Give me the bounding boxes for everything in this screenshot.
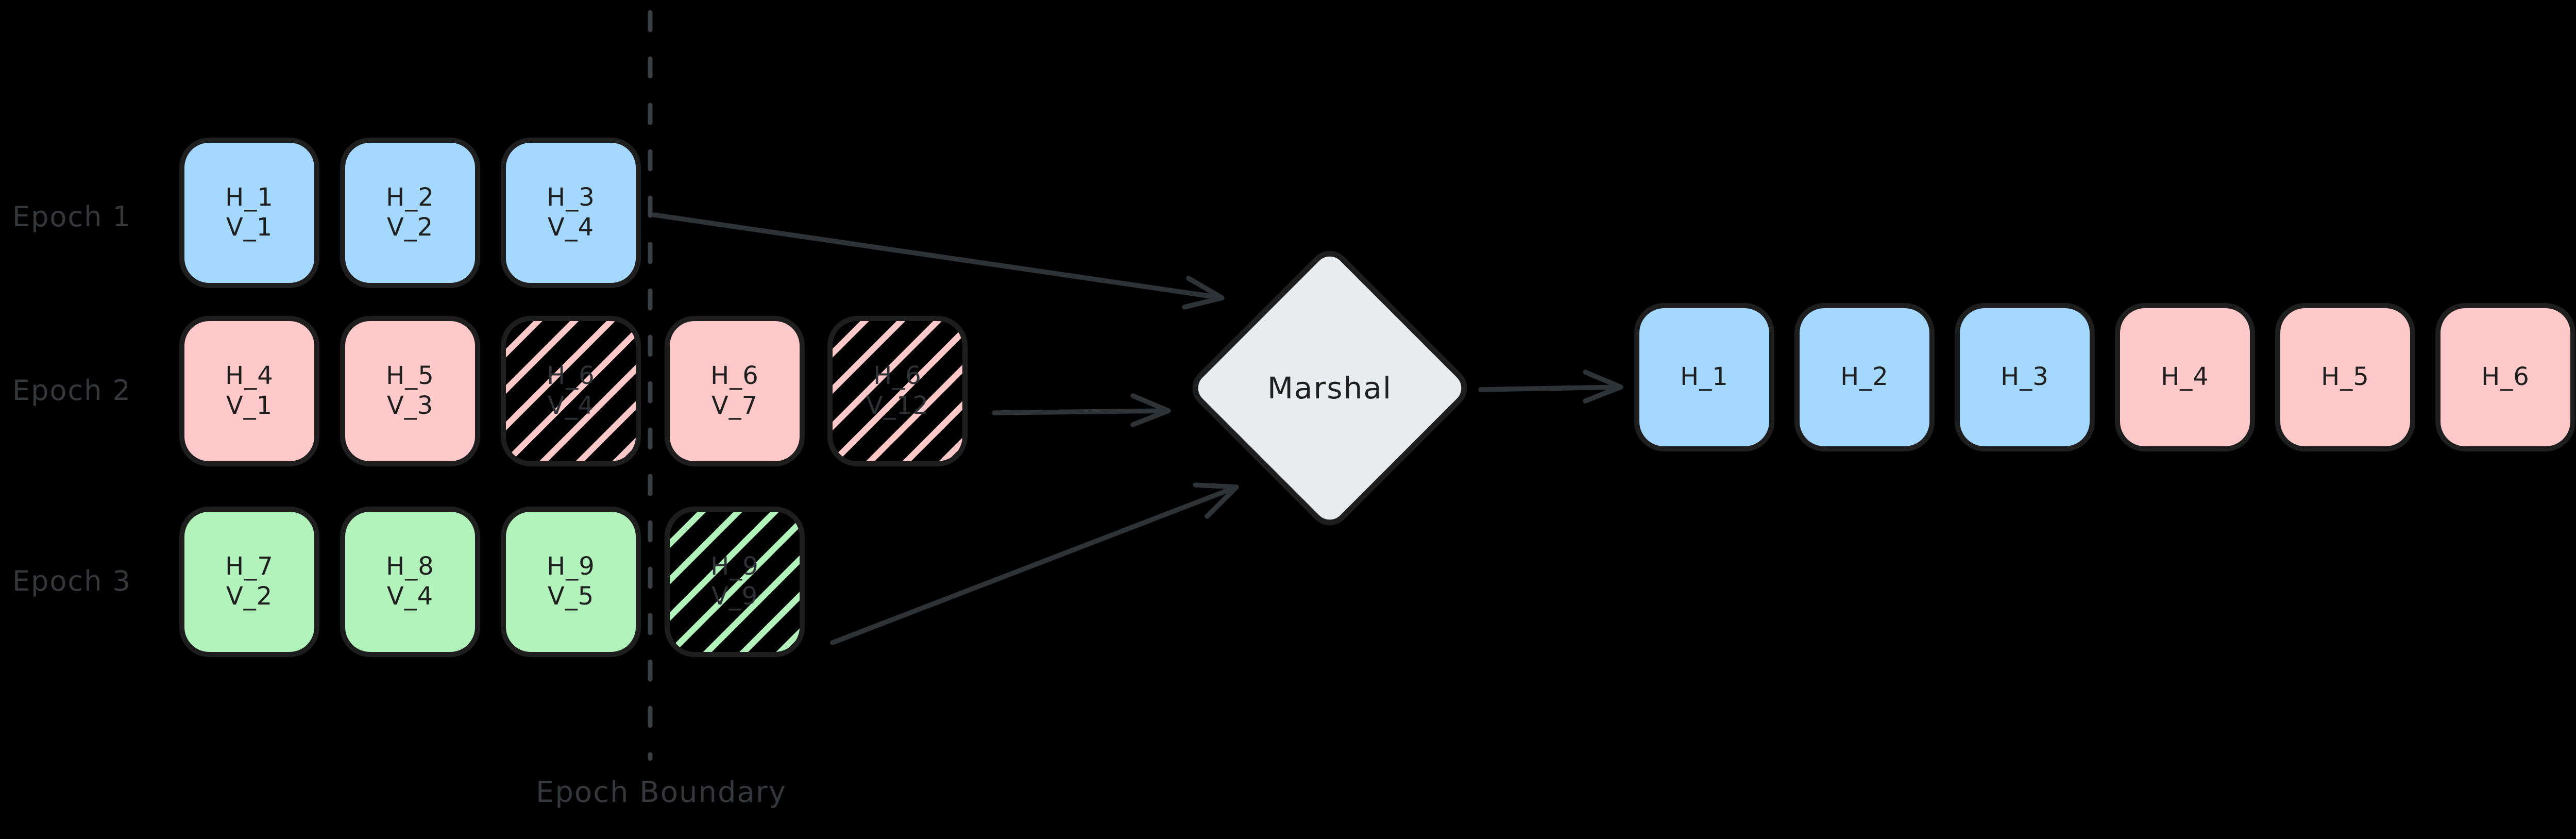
output-box-label: H_3 <box>2001 362 2049 392</box>
epoch-boundary-label: Epoch Boundary <box>536 776 787 809</box>
output-box: H_3 <box>1955 303 2095 451</box>
epoch-box-v-label: V_4 <box>386 582 434 611</box>
output-box: H_1 <box>1634 303 1774 451</box>
output-box-label: H_4 <box>2161 362 2209 392</box>
epoch-box-h-label: H_3 <box>547 183 595 212</box>
arrow-marshal-to-output <box>1478 370 1623 404</box>
epoch-box-v-label: V_12 <box>866 391 929 420</box>
epoch-box-v-label: V_4 <box>547 391 595 420</box>
epoch-box-h-label: H_9 <box>547 552 595 581</box>
epoch-box-v-label: V_2 <box>226 582 273 611</box>
epoch-box-h-label: H_2 <box>386 183 434 212</box>
epoch-box-v-label: V_5 <box>547 582 595 611</box>
epoch-box-v-label: V_4 <box>547 213 595 242</box>
epoch-box-h-label: H_8 <box>386 552 434 581</box>
epoch-box-h-label: H_5 <box>386 361 434 391</box>
output-box: H_6 <box>2435 303 2575 451</box>
epoch-box-h-label: H_9 <box>710 552 759 581</box>
epoch-box-v-label: V_1 <box>226 213 273 242</box>
epoch-box-h-label: H_6 <box>710 361 759 391</box>
epoch-box-h-label: H_6 <box>873 361 922 391</box>
output-box: H_2 <box>1794 303 1935 451</box>
epoch-box-v-label: V_1 <box>226 391 273 420</box>
epoch-box-h-label: H_6 <box>547 361 595 391</box>
epoch-row-label: Epoch 3 <box>12 565 131 597</box>
arrow-epoch2-to-marshal <box>992 393 1171 427</box>
epoch-box-v-label: V_2 <box>386 213 434 242</box>
output-box: H_5 <box>2275 303 2415 451</box>
output-box: H_4 <box>2115 303 2255 451</box>
epoch-box-v-label: V_9 <box>711 582 758 611</box>
epoch-row-label: Epoch 1 <box>12 200 131 233</box>
epoch-box-h-label: H_4 <box>225 361 274 391</box>
epoch-box-v-label: V_7 <box>711 391 758 420</box>
arrow-epoch3-to-marshal <box>830 482 1239 645</box>
arrow-epoch1-to-marshal <box>652 212 1225 310</box>
epoch-box-h-label: H_7 <box>225 552 274 581</box>
epoch-box-v-label: V_3 <box>386 391 434 420</box>
output-box-label: H_6 <box>2481 362 2530 392</box>
output-box-label: H_5 <box>2321 362 2369 392</box>
output-box-label: H_1 <box>1680 362 1728 392</box>
marshal-label: Marshal <box>1267 371 1393 406</box>
epoch-box-h-label: H_1 <box>225 183 274 212</box>
output-box-label: H_2 <box>1840 362 1889 392</box>
epoch-row-label: Epoch 2 <box>12 374 131 407</box>
